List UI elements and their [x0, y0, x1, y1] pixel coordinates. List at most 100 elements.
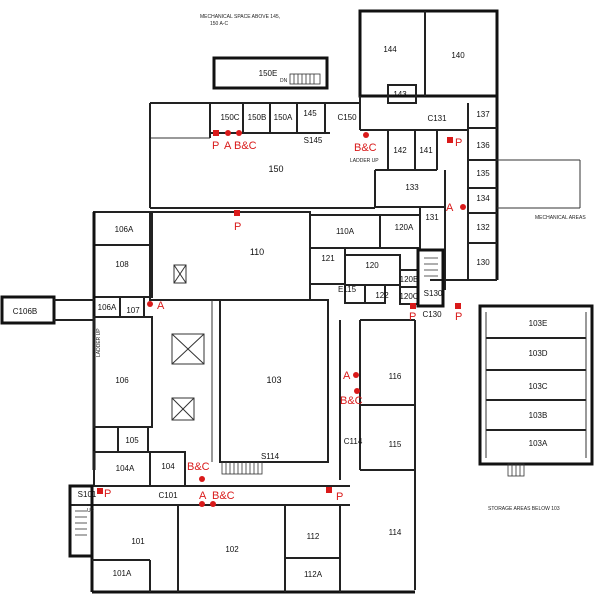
room-150b: 150B	[248, 113, 267, 122]
room-106a: 106A	[98, 303, 117, 312]
room-110: 110	[250, 247, 264, 257]
storage-areas-note: STORAGE AREAS BELOW 103	[488, 506, 560, 512]
stair-s114-shape	[221, 461, 263, 475]
storage-box	[478, 304, 594, 477]
room-112: 112	[307, 532, 320, 541]
corridor-c130: C130	[422, 310, 442, 319]
corridor-c106b: C106B	[13, 307, 37, 316]
room-105: 105	[125, 436, 139, 445]
room-143: 143	[393, 90, 407, 99]
room-150c: 150C	[220, 113, 239, 122]
room-103: 103	[266, 375, 281, 385]
room-103b: 103B	[529, 411, 548, 420]
marker-square	[234, 210, 240, 216]
marker-dot	[363, 132, 369, 138]
room-120-cluster	[309, 214, 445, 308]
marker-p-7: P	[336, 491, 343, 503]
marker-dot	[210, 501, 216, 507]
stair-s101: S101	[78, 490, 97, 499]
corridor-c150: C150	[337, 113, 357, 122]
room-132: 132	[476, 223, 490, 232]
marker-p-5: P	[455, 311, 462, 323]
marker-bc-2: B&C	[354, 142, 377, 154]
marker-dot	[236, 130, 242, 136]
room-108: 108	[115, 260, 129, 269]
room-150: 150	[268, 164, 283, 174]
marker-bc-1: B&C	[234, 140, 257, 152]
marker-p-2: P	[455, 137, 462, 149]
marker-bc-3: B&C	[340, 395, 363, 407]
stair-down-note: DN	[280, 78, 288, 84]
stair-s114: S114	[261, 452, 280, 461]
marker-p-1: P	[212, 140, 219, 152]
room-115: 115	[389, 440, 402, 449]
ladder-up-note-1: LADDER UP	[350, 158, 379, 164]
room-136: 136	[476, 141, 490, 150]
room-120a: 120A	[395, 223, 414, 232]
marker-a-1: A	[224, 140, 232, 152]
room-106-shape	[93, 316, 153, 428]
marker-dot	[199, 501, 205, 507]
room-112a: 112A	[304, 570, 323, 579]
marker-square	[97, 488, 103, 494]
marker-dot	[199, 476, 205, 482]
markers-layer	[97, 130, 466, 507]
room-137: 137	[476, 110, 490, 119]
mechanical-areas-note: MECHANICAL AREAS	[535, 215, 586, 221]
corridor-c106b-shape	[0, 295, 94, 325]
marker-dot	[225, 130, 231, 136]
room-104a: 104A	[116, 464, 135, 473]
mechanical-area-lines	[497, 159, 581, 209]
marker-dot	[460, 204, 466, 210]
room-134: 134	[476, 194, 490, 203]
stair-s145: S145	[304, 136, 323, 145]
marker-square	[447, 137, 453, 143]
marker-bc-4: B&C	[187, 461, 210, 473]
corridor-c101: C101	[158, 491, 178, 500]
room-144: 144	[383, 45, 397, 54]
room-103e: 103E	[529, 319, 548, 328]
marker-a-4: A	[343, 370, 351, 382]
west-wing	[92, 211, 153, 470]
marker-dot	[353, 372, 359, 378]
room-101a: 101A	[113, 569, 132, 578]
stair-s130: S130	[424, 289, 443, 298]
marker-square	[410, 303, 416, 309]
marker-a-3: A	[157, 300, 165, 312]
bottom-wing	[68, 484, 415, 594]
room-140: 140	[451, 51, 465, 60]
north-east-block	[358, 9, 499, 130]
marker-bc-5: B&C	[212, 490, 235, 502]
marker-a-5: A	[199, 490, 207, 502]
ladder-up-note-2: LADDER UP	[96, 328, 102, 357]
room-103-shape	[171, 299, 329, 463]
marker-a-2: A	[446, 202, 454, 214]
marker-square	[213, 130, 219, 136]
corridor-c131: C131	[427, 114, 447, 123]
marker-square	[326, 487, 332, 493]
room-103a: 103A	[529, 439, 548, 448]
room-106: 106	[115, 376, 129, 385]
room-145: 145	[303, 109, 317, 118]
mechanical-space-note-2: 150 A-C	[210, 21, 228, 27]
room-107: 107	[126, 306, 140, 315]
room-150e-block	[212, 56, 329, 90]
corridor-c114: C114	[344, 437, 363, 446]
rooms-104-105	[93, 426, 186, 487]
space-150-outline	[149, 103, 375, 209]
marker-p-4: P	[409, 311, 416, 323]
room-150e: 150E	[259, 69, 278, 78]
marker-p-6: P	[104, 488, 111, 500]
room-110a: 110A	[336, 227, 355, 236]
room-120: 120	[365, 261, 379, 270]
room-133: 133	[405, 183, 419, 192]
room-130: 130	[476, 258, 490, 267]
room-106a-top: 106A	[115, 225, 134, 234]
room-116: 116	[389, 372, 402, 381]
room-103c: 103C	[528, 382, 547, 391]
room-110-shape	[149, 211, 311, 301]
room-135: 135	[476, 169, 490, 178]
mechanical-space-note: MECHANICAL SPACE ABOVE 145,	[200, 14, 280, 20]
room-101: 101	[131, 537, 145, 546]
